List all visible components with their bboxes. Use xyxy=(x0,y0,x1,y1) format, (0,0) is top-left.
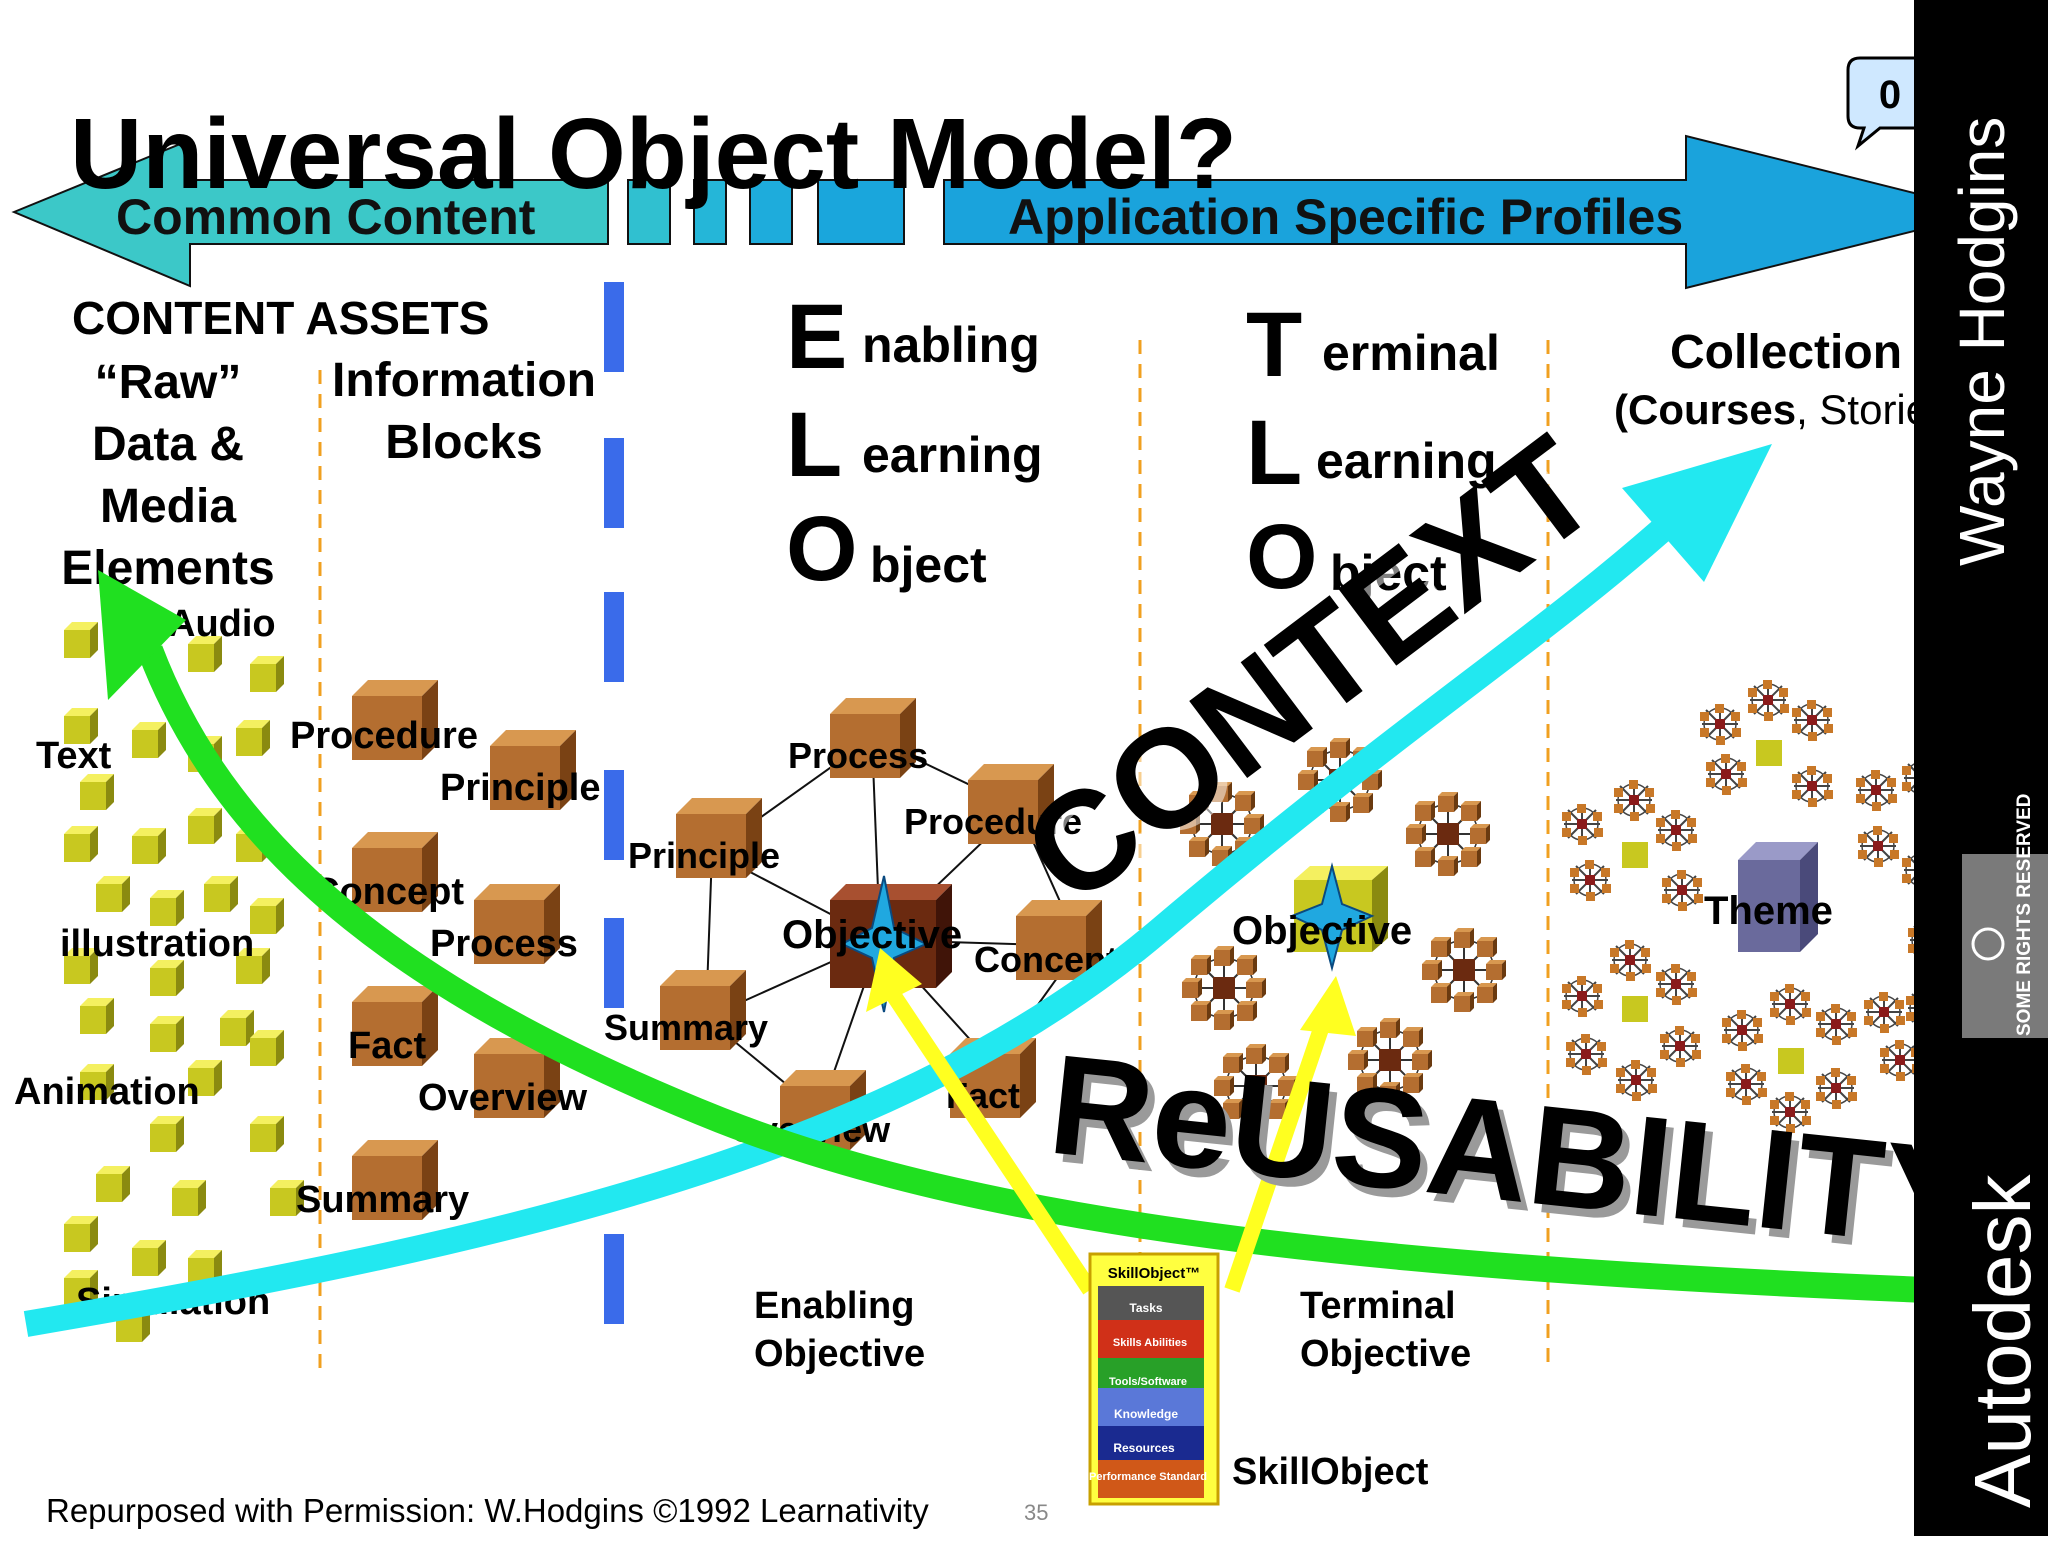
elo-caption-line2: Objective xyxy=(754,1333,925,1375)
skillobject-row-knowledge: Knowledge xyxy=(1114,1407,1178,1421)
skillobject-box-title: SkillObject™ xyxy=(1108,1265,1201,1282)
info-heading-line2: Blocks xyxy=(385,416,542,469)
content-assets-heading: CONTENT ASSETS xyxy=(72,292,489,344)
elo-node-summary: Summary xyxy=(604,1007,768,1048)
elo-node-procedure: Procedure xyxy=(904,801,1082,842)
skillobject-row-skills: Skills Abilities xyxy=(1113,1337,1187,1349)
elo-node-principle: Principle xyxy=(628,835,780,876)
tlo-center-objective: Objective xyxy=(1232,909,1412,953)
elo-word-l: earning xyxy=(862,427,1043,483)
tlo-word-l: earning xyxy=(1316,433,1497,489)
creative-commons-icon xyxy=(1971,927,2005,961)
license-badge: SOME RIGHTS RESERVED xyxy=(1962,794,2048,1038)
elo-word-o: bject xyxy=(870,537,987,593)
collection-theme-label: Theme xyxy=(1704,889,1833,933)
skillobject-box: SkillObject™ Tasks Skills Abilities Tool… xyxy=(1088,1252,1220,1506)
info-label-fact: Fact xyxy=(348,1025,426,1067)
raw-heading-line2: Data & xyxy=(92,418,244,471)
comment-count: 0 xyxy=(1879,73,1901,117)
elo-node-process: Process xyxy=(788,735,928,776)
info-label-process: Process xyxy=(430,923,578,965)
elo-letter-o: O xyxy=(786,498,858,600)
page-number: 35 xyxy=(1024,1500,1048,1525)
common-content-arrow xyxy=(11,138,905,288)
tlo-letter-t: T xyxy=(1246,294,1302,396)
context-arrowhead xyxy=(1622,444,1772,582)
reusability-arrowhead xyxy=(98,570,186,700)
elo-caption-line1: Enabling xyxy=(754,1285,914,1327)
raw-heading-line3: Media xyxy=(100,480,236,533)
tlo-caption-line1: Terminal xyxy=(1300,1285,1456,1327)
reusability-curve xyxy=(137,645,1979,1305)
info-label-overview: Overview xyxy=(418,1077,587,1119)
tlo-word-t: erminal xyxy=(1322,325,1500,381)
skillobject-row-tools: Tools/Software xyxy=(1109,1376,1187,1388)
skillobject-row-resources: Resources xyxy=(1113,1441,1175,1455)
collection-subheading-bold: (Courses xyxy=(1614,386,1796,433)
media-label-text: Text xyxy=(36,735,112,777)
raw-heading-line4: Elements xyxy=(61,542,274,595)
objective-star-icon xyxy=(839,875,929,1013)
tlo-word-o: bject xyxy=(1330,545,1447,601)
comment-bubble[interactable]: 0 xyxy=(1846,56,1934,151)
media-label-audio: Audio xyxy=(168,603,276,645)
info-heading-line1: Information xyxy=(332,354,596,407)
common-content-label: Common Content xyxy=(116,189,536,245)
footer-credit: Repurposed with Permission: W.Hodgins ©1… xyxy=(46,1492,929,1529)
author-name: Wayne Hodgins xyxy=(1946,117,2018,566)
right-sidebar xyxy=(1914,0,2048,1536)
info-label-principle: Principle xyxy=(440,767,601,809)
tlo-letter-o: O xyxy=(1246,506,1318,608)
slide-title: Universal Object Model? xyxy=(70,98,1237,210)
tlo-letter-l: L xyxy=(1246,402,1302,504)
blue-dashed-divider xyxy=(604,282,624,1324)
license-text: SOME RIGHTS RESERVED xyxy=(2014,794,2035,1036)
company-name: Autodesk xyxy=(1958,1173,2047,1508)
elo-node-objective: Objective xyxy=(782,913,962,957)
elo-letter-e: E xyxy=(786,286,847,388)
application-profiles-label: Application Specific Profiles xyxy=(1008,189,1683,245)
elo-acronym: E nabling L earning O bject xyxy=(786,286,1043,600)
skillobject-label: SkillObject xyxy=(1232,1451,1429,1493)
skillobject-pointers xyxy=(866,948,1356,1295)
application-profiles-arrow xyxy=(943,134,1991,290)
context-overlay-text-main: CONTEXT xyxy=(996,406,1625,934)
info-label-summary: Summary xyxy=(296,1179,469,1221)
info-label-procedure: Procedure xyxy=(290,715,478,757)
tlo-acronym: T erminal L earning O bject xyxy=(1246,294,1500,608)
media-label-animation: Animation xyxy=(14,1071,200,1113)
elo-word-e: nabling xyxy=(862,317,1040,373)
elo-letter-l: L xyxy=(786,394,842,496)
raw-heading-line1: “Raw” xyxy=(95,356,242,409)
collection-network xyxy=(1561,679,1950,1134)
media-label-illustration: illustration xyxy=(60,923,254,965)
terminal-star-icon xyxy=(1289,862,1375,972)
tlo-network xyxy=(1180,738,1506,1128)
skillobject-row-performance: Performance Standard xyxy=(1089,1471,1207,1483)
tlo-caption-line2: Objective xyxy=(1300,1333,1471,1375)
skillobject-row-tasks: Tasks xyxy=(1129,1301,1162,1315)
context-curve xyxy=(23,502,1691,1337)
collection-heading: Collection xyxy=(1670,326,1902,379)
